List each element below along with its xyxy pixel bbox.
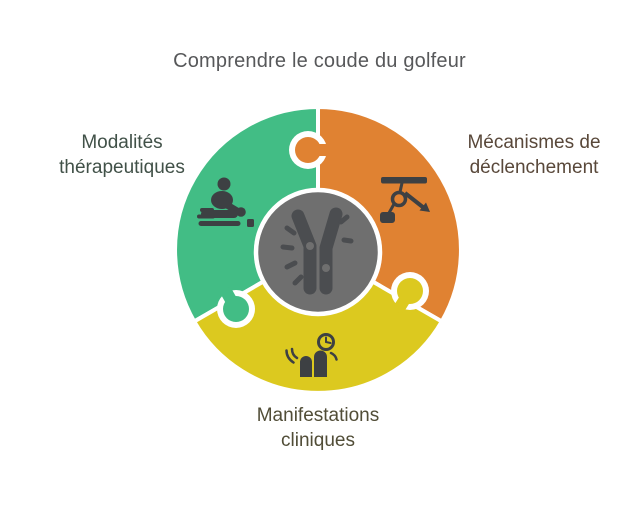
segment-manifestations-shape xyxy=(192,248,444,395)
symptoms-clock-icon xyxy=(285,333,338,377)
label-line: thérapeutiques xyxy=(59,157,185,178)
center-circle xyxy=(253,187,383,317)
pulley-mechanism-icon xyxy=(380,177,430,223)
puzzle-knob-green xyxy=(223,296,249,322)
label-line: déclenchement xyxy=(469,157,599,178)
segment-label-manifestations: Manifestations cliniques xyxy=(232,403,404,453)
puzzle-knob-yellow xyxy=(397,278,423,304)
puzzle-knob-orange xyxy=(295,137,321,163)
segment-label-mecanismes: Mécanismes de déclenchement xyxy=(448,130,620,180)
label-line: Modalités xyxy=(81,132,163,153)
label-line: Manifestations xyxy=(256,405,380,426)
page-title: Comprendre le coude du golfeur xyxy=(173,50,466,72)
segment-label-modalites: Modalités thérapeutiques xyxy=(36,130,208,180)
label-line: cliniques xyxy=(281,430,355,451)
massage-therapy-icon xyxy=(197,177,254,227)
joint-pain-icon xyxy=(280,207,354,295)
label-line: Mécanismes de xyxy=(467,132,601,153)
